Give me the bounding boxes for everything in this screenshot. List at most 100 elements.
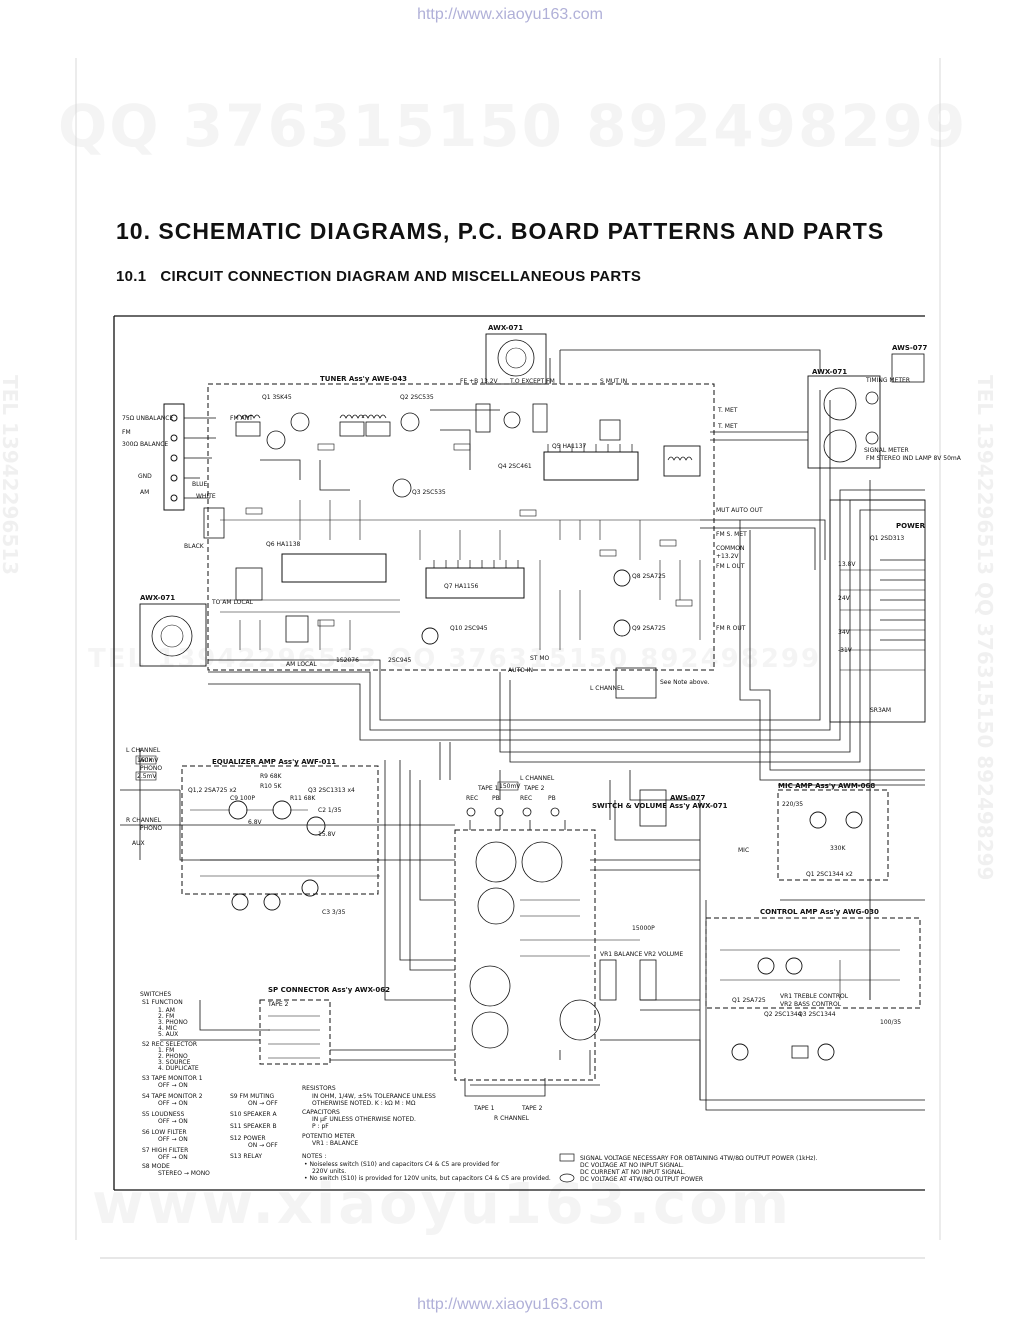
s11-label: S11 SPEAKER B	[230, 1123, 277, 1130]
vr-balance	[599, 959, 617, 1001]
mut-auto-out-label: MUT AUTO OUT	[716, 507, 763, 514]
ha1138-ic	[281, 553, 387, 583]
resistors-line-1: IN OHM, 1/4W, ±5% TOLERANCE UNLESS	[312, 1093, 436, 1100]
sv-l-channel-label: L CHANNEL	[520, 775, 555, 782]
s1-item-1: 1. AM	[158, 1007, 175, 1014]
bass-label: VR2 BASS CONTROL	[780, 1001, 842, 1008]
v150-box	[135, 755, 157, 765]
mic-amp-box	[777, 789, 889, 881]
eq1-label: Q1,2 2SA725 x2	[188, 787, 237, 794]
meter-title: POTENTIO METER	[302, 1133, 355, 1140]
if-filter-blocks	[475, 403, 621, 441]
v10-label: 13.8V	[838, 561, 856, 568]
ca1-label: Q1 2SA725	[732, 997, 766, 1004]
awx-left-switch: AWX-071	[139, 594, 207, 667]
switches-legend: SWITCHES S1 FUNCTION 1. AM 2. FM 3. PHON…	[140, 991, 278, 1177]
v25-label: 2.5mV	[137, 773, 157, 780]
stereo-lamp-label: FM STEREO IND LAMP 8V 50mA	[866, 455, 962, 462]
l-channel-tuner-label: L CHANNEL	[590, 685, 625, 692]
r11-label: R11 68K	[290, 795, 316, 802]
tape2-label-bottom: TAPE 2	[521, 1105, 543, 1112]
phono-label-1: PHONO	[140, 765, 162, 772]
pw1-label: Q1 2SD313	[870, 535, 904, 542]
v13-label: +13.2V	[716, 553, 739, 560]
common-label: COMMON	[716, 545, 744, 552]
tape1-label-top: TAPE 1	[477, 785, 499, 792]
bottom-big-watermark: www.xiaoyu163.com	[92, 1172, 792, 1237]
balance-input-label: 300Ω BALANCE	[122, 441, 168, 448]
fm-l-out-label: FM L OUT	[716, 563, 745, 570]
fm-input-label: FM	[122, 429, 131, 436]
section-title: CIRCUIT CONNECTION DIAGRAM AND MISCELLAN…	[160, 268, 642, 285]
fe-b-label: FE +B 13.2V	[460, 378, 499, 385]
rotary-s1-upper-a	[475, 841, 517, 883]
s1-item-2: 2. FM	[158, 1013, 174, 1020]
ha1137-label: Q5 HA1137	[552, 443, 587, 450]
switch-volume-label: SWITCH & VOLUME Ass'y AWX-071	[592, 802, 728, 810]
resistors-title: RESISTORS	[302, 1085, 336, 1092]
fm-ant-label: FM ANT	[230, 415, 253, 422]
eq-q1	[228, 800, 248, 820]
c2-label: C2 1/35	[318, 807, 342, 814]
v1-label: 15.8V	[318, 831, 336, 838]
q9-label: Q9 2SA725	[632, 625, 666, 632]
q9-transistor	[613, 619, 631, 637]
balance-label: VR1 BALANCE	[600, 951, 642, 958]
rotary-s2-lower-b	[559, 999, 601, 1041]
s7-label: S7 HIGH FILTER	[142, 1147, 188, 1154]
aux-label-1: AUX	[140, 757, 153, 764]
tuner-assembly: TUNER Ass'y AWE-043 75Ω UNBALANCE FM 300…	[122, 375, 763, 699]
eq-q2	[272, 800, 292, 820]
v150b-label: 150mV	[499, 783, 521, 790]
tape1-label-bottom: TAPE 1	[473, 1105, 495, 1112]
l-channel-label: L CHANNEL	[126, 747, 161, 754]
ha1156-ic	[425, 567, 525, 599]
signal-meter-label: SIGNAL METER	[864, 447, 909, 454]
s3-value: OFF → ON	[158, 1082, 188, 1089]
c13-label: 15000P	[632, 925, 655, 932]
sp-connector-label: SP CONNECTOR Ass'y AWX-062	[268, 986, 390, 994]
gnd-label: GND	[138, 473, 152, 480]
awx-top-switch: AWX-071	[485, 324, 547, 385]
s1-label: S1 FUNCTION	[142, 999, 183, 1006]
power-label: POWER	[896, 522, 926, 530]
signal-meter	[865, 431, 879, 445]
to-except-fm-label: T.O EXCEPT FM	[509, 378, 555, 385]
c15-label: 220/35	[782, 801, 803, 808]
blue-wire-label: BLUE	[192, 481, 208, 488]
top-watermark-url: http://www.xiaoyu163.com	[417, 6, 603, 23]
v7-label: 34V	[838, 629, 851, 636]
resistors-line-2: OTHERWISE NOTED. K : kΩ M : MΩ	[312, 1100, 416, 1107]
s2-item-1: 1. FM	[158, 1047, 174, 1054]
s2-item-4: 4. DUPLICATE	[158, 1065, 199, 1072]
capacitors-line-1: IN μF UNLESS OTHERWISE NOTED.	[312, 1116, 416, 1123]
notes-block: RESISTORS IN OHM, 1/4W, ±5% TOLERANCE UN…	[302, 1085, 818, 1183]
switches-title: SWITCHES	[140, 991, 171, 998]
q3-label: Q3 2SC535	[412, 489, 446, 496]
s5-value: OFF → ON	[158, 1118, 188, 1125]
q10-label: Q10 2SC945	[450, 625, 488, 632]
ha1138-label: Q6 HA1138	[266, 541, 301, 548]
q1-label: Q1 3SK45	[262, 394, 292, 401]
c14-label: 100/35	[880, 1019, 901, 1026]
equalizer-box	[181, 765, 379, 895]
s3-label: S3 TAPE MONITOR 1	[142, 1075, 203, 1082]
sp-connector-box	[259, 999, 331, 1065]
page-heading: 10. SCHEMATIC DIAGRAMS, P.C. BOARD PATTE…	[116, 218, 885, 244]
vr-volume	[639, 959, 657, 1001]
legend-line-4: DC VOLTAGE AT 4TW/8Ω OUTPUT POWER	[580, 1176, 703, 1183]
ha1156-label: Q7 HA1156	[444, 583, 479, 590]
s2-label: S2 REC SELECTOR	[142, 1041, 197, 1048]
s-mut-in-label: S MUT IN	[600, 378, 627, 385]
to-am-local-label: TO AM LOCAL	[211, 599, 254, 606]
s1-item-4: 4. MIC	[158, 1025, 177, 1032]
rec-label-2: REC	[520, 795, 532, 802]
v8-label: -31V	[838, 647, 853, 654]
r9-label: R9 68K	[260, 773, 283, 780]
ha1137-ic	[543, 451, 639, 481]
equalizer-assembly: EQUALIZER AMP Ass'y AWF-011 L CHANNEL AU…	[126, 747, 380, 916]
test-network-box	[615, 667, 657, 699]
note-line-2: • No switch (S10) is provided for 120V u…	[304, 1175, 551, 1182]
legend-key-1	[559, 1153, 575, 1162]
